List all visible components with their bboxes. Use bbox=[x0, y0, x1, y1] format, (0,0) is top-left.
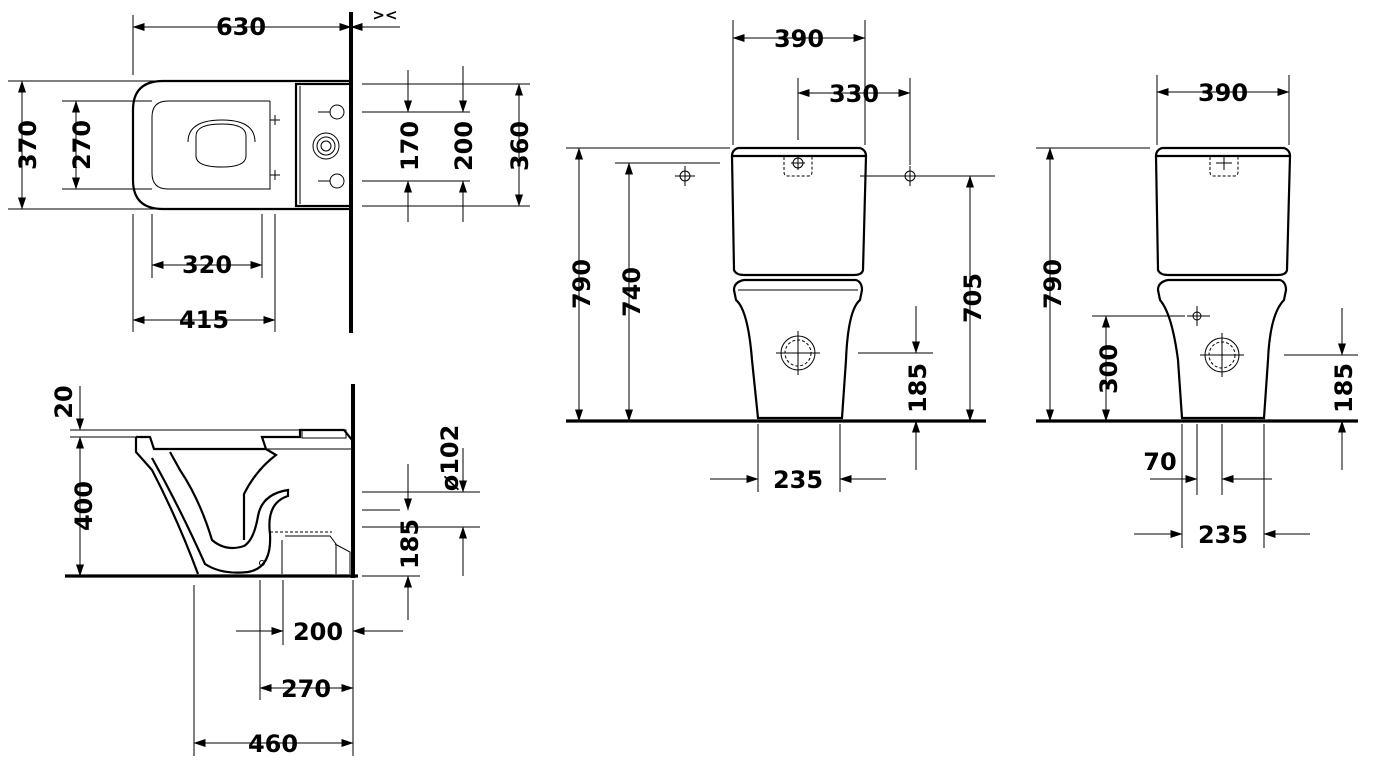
rear-view: 390 790 300 185 70 235 bbox=[1036, 75, 1358, 549]
side-view: 20 400 ø102 185 200 270 460 bbox=[50, 384, 480, 758]
dim-235-rear: 235 bbox=[1198, 521, 1248, 549]
dim-270-side: 270 bbox=[281, 675, 331, 703]
dim-185-side: 185 bbox=[396, 519, 424, 569]
dim-400: 400 bbox=[70, 481, 98, 531]
dim-790-front: 790 bbox=[568, 259, 596, 309]
dim-630: 630 bbox=[216, 13, 266, 41]
dim-235-front: 235 bbox=[773, 466, 823, 494]
dim-320: 320 bbox=[182, 251, 232, 279]
dim-200: 200 bbox=[450, 121, 478, 171]
dim-diameter-102: ø102 bbox=[436, 425, 464, 492]
dim-200-side: 200 bbox=[293, 618, 343, 646]
dim-360: 360 bbox=[506, 121, 534, 171]
dim-370: 370 bbox=[14, 120, 42, 170]
dim-390-rear: 390 bbox=[1198, 79, 1248, 107]
dim-705: 705 bbox=[959, 273, 987, 323]
dim-20: 20 bbox=[50, 385, 78, 418]
dim-185-rear: 185 bbox=[1330, 363, 1358, 413]
dim-270: 270 bbox=[68, 120, 96, 170]
dim-390-front: 390 bbox=[774, 25, 824, 53]
front-view: 390 330 790 740 705 185 235 bbox=[566, 20, 995, 494]
dim-70: 70 bbox=[1143, 448, 1176, 476]
dim-415: 415 bbox=[179, 306, 229, 334]
dim-170: 170 bbox=[396, 121, 424, 171]
dim-740: 740 bbox=[618, 267, 646, 317]
dim-460: 460 bbox=[248, 730, 298, 758]
dim-790-rear: 790 bbox=[1039, 259, 1067, 309]
top-view: 630 >< 370 270 320 415 170 200 bbox=[8, 6, 534, 334]
dim-185-front: 185 bbox=[904, 363, 932, 413]
dim-300: 300 bbox=[1095, 344, 1123, 394]
dim-330: 330 bbox=[829, 80, 879, 108]
clearance-mark: >< bbox=[372, 6, 397, 24]
